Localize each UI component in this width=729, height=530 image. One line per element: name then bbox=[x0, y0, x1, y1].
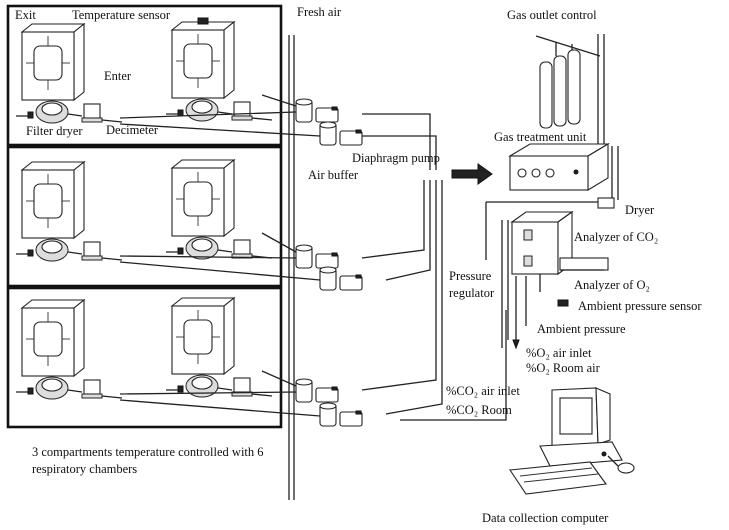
label-compartments-line-2: respiratory chambers bbox=[32, 462, 137, 476]
analyzer-unit bbox=[510, 210, 609, 292]
label-air-buffer: Air buffer bbox=[308, 168, 359, 182]
flow-arrow bbox=[451, 163, 493, 185]
label-gas-treatment-unit: Gas treatment unit bbox=[494, 130, 587, 144]
chamber-1-right bbox=[165, 21, 273, 122]
label-co2-room: %CO₂ Room bbox=[446, 403, 512, 417]
chamber-2-left bbox=[15, 161, 123, 262]
label-enter: Enter bbox=[104, 69, 132, 83]
label-dryer: Dryer bbox=[625, 203, 655, 217]
label-filter-dryer: Filter dryer bbox=[26, 124, 83, 138]
label-pressure: Pressure bbox=[449, 269, 492, 283]
label-exit: Exit bbox=[15, 8, 36, 22]
label-o2-air-inlet: %O₂ air inlet bbox=[526, 346, 592, 360]
label-fresh-air: Fresh air bbox=[297, 5, 342, 19]
air-buffer-group-2 bbox=[295, 244, 363, 291]
label-ambient-pressure-sensor: Ambient pressure sensor bbox=[578, 299, 702, 313]
dryer bbox=[485, 197, 615, 260]
labels: Exit Temperature sensor Enter Filter dry… bbox=[15, 5, 702, 525]
chamber-to-buffer-lines bbox=[119, 94, 321, 417]
chamber-3-right bbox=[165, 297, 273, 398]
label-diaphragm-pump: Diaphragm pump bbox=[352, 151, 440, 165]
chamber-3-left bbox=[15, 299, 123, 400]
label-data-collection-computer: Data collection computer bbox=[482, 511, 609, 525]
air-buffer-group-1 bbox=[295, 98, 363, 146]
buffer-to-manifold-lines bbox=[361, 113, 507, 421]
label-gas-outlet-control: Gas outlet control bbox=[507, 8, 597, 22]
label-temperature-sensor: Temperature sensor bbox=[72, 8, 171, 22]
label-co2-air-inlet: %CO₂ air inlet bbox=[446, 384, 520, 398]
label-decimeter: Decimeter bbox=[106, 123, 159, 137]
data-collection-computer bbox=[509, 387, 635, 495]
label-o2-room-air: %O₂ Room air bbox=[526, 361, 601, 375]
chamber-2-right bbox=[165, 159, 273, 260]
gas-cylinders bbox=[535, 34, 605, 150]
gas-treatment-unit bbox=[508, 143, 619, 206]
air-buffer-group-3 bbox=[295, 378, 363, 427]
pressure-regulator-lines bbox=[501, 220, 527, 350]
label-ambient-pressure: Ambient pressure bbox=[537, 322, 626, 336]
label-analyzer-co2: Analyzer of CO₂ bbox=[574, 230, 658, 244]
compartment-frame-3 bbox=[6, 286, 283, 429]
label-compartments-line-1: 3 compartments temperature controlled wi… bbox=[32, 445, 264, 459]
compartment-frame-1 bbox=[6, 4, 283, 147]
compartment-frame-2 bbox=[6, 145, 283, 288]
ambient-pressure-sensor-icon bbox=[557, 299, 569, 307]
label-analyzer-o2: Analyzer of O₂ bbox=[574, 278, 650, 292]
label-regulator: regulator bbox=[449, 286, 495, 300]
temperature-sensor-icon bbox=[197, 17, 209, 25]
